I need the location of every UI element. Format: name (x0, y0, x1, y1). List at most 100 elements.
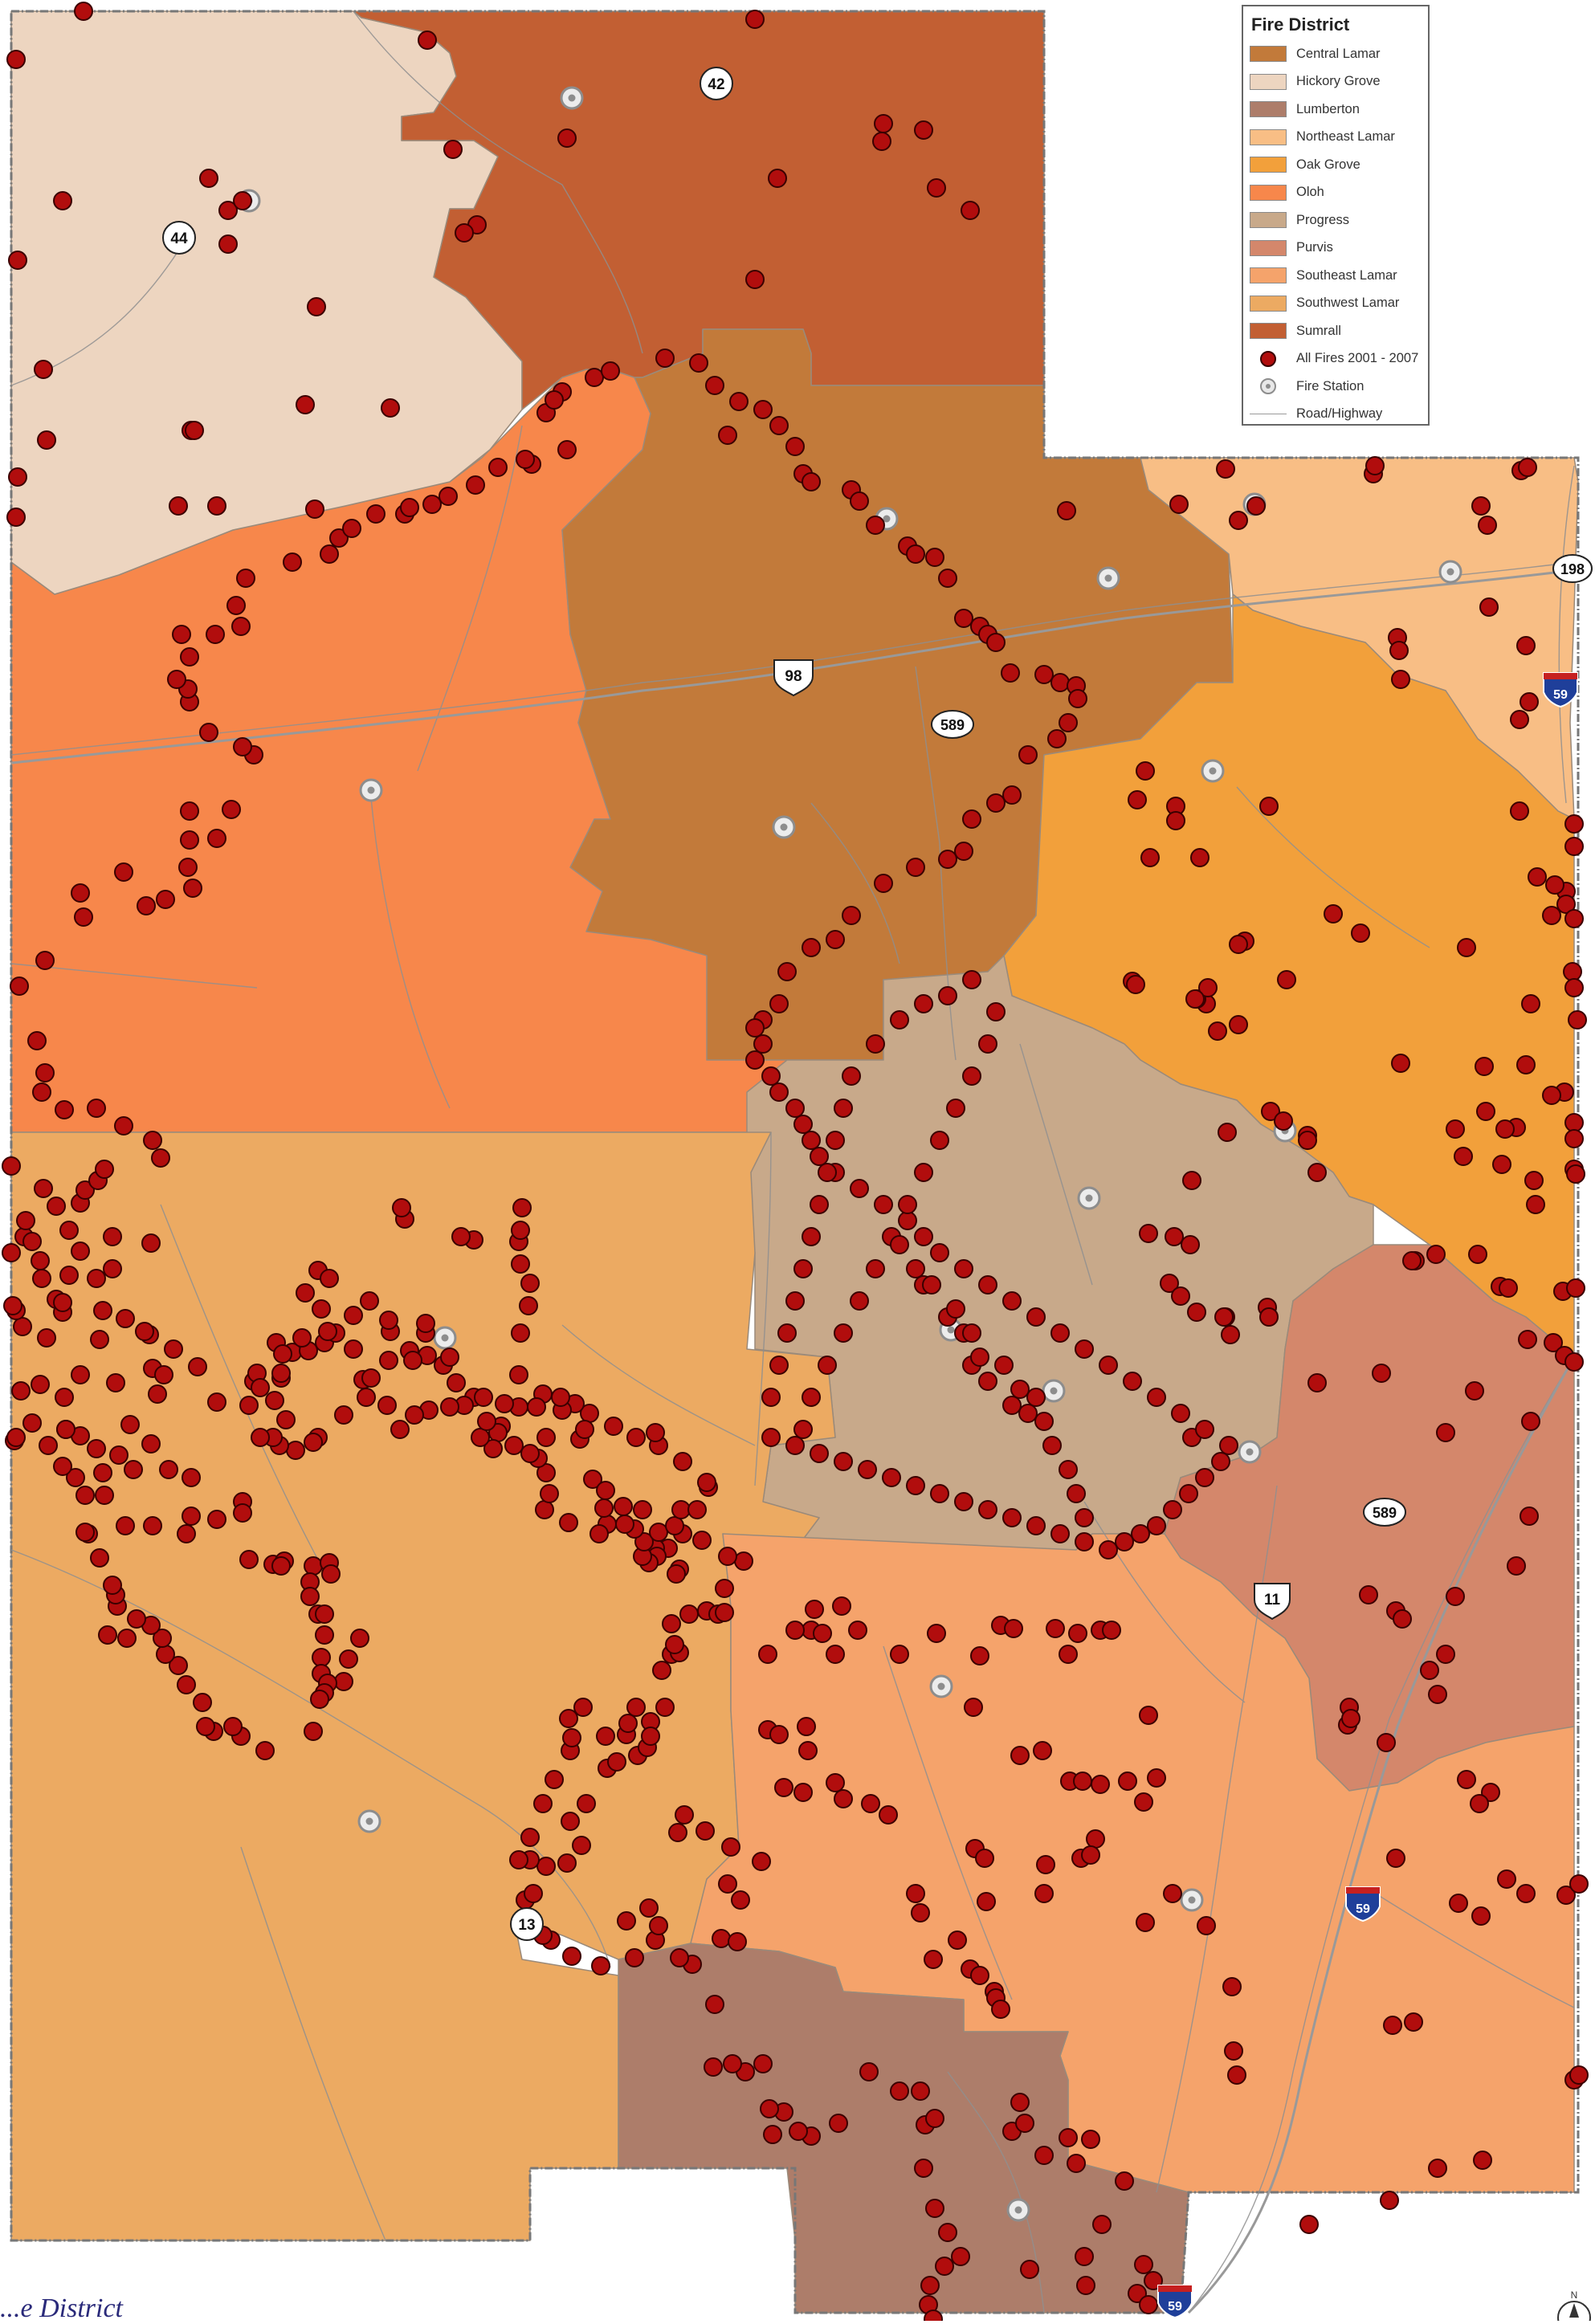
fire-point (925, 548, 944, 567)
fire-point (948, 1931, 967, 1950)
fire-point (805, 1600, 824, 1619)
fire-point (810, 1195, 829, 1214)
fire-point (728, 1932, 747, 1951)
fire-point (850, 1179, 869, 1198)
fire-station-dot (1246, 1448, 1254, 1456)
fire-point (798, 1741, 818, 1760)
fire-point (315, 1625, 334, 1645)
fire-point (866, 1259, 885, 1278)
legend-swatch (1250, 239, 1287, 256)
fire-point (615, 1515, 634, 1534)
fire-point (6, 1428, 26, 1447)
fire-point (233, 191, 252, 210)
fire-point (22, 1232, 42, 1251)
fire-point (793, 1259, 813, 1278)
fire-point (842, 906, 861, 925)
fire-point (614, 1497, 633, 1516)
fire-point (1010, 2093, 1030, 2112)
fire-point (196, 1717, 215, 1736)
fire-point (71, 883, 90, 903)
fire-point (777, 962, 797, 981)
fire-point (1481, 1783, 1500, 1802)
fire-point (199, 169, 218, 188)
fire-point (752, 1852, 771, 1871)
fire-point (304, 1433, 323, 1452)
fire-point (813, 1624, 832, 1643)
fire-point (925, 2109, 944, 2128)
fire-point (655, 1698, 675, 1717)
fire-point (32, 1082, 51, 1102)
fire-point (207, 496, 226, 516)
fire-point (898, 1195, 917, 1214)
fire-point (305, 499, 324, 519)
fire-point (182, 1507, 201, 1526)
fire-point (98, 1625, 117, 1645)
legend-label: Oak Grove (1296, 157, 1360, 172)
fire-point (874, 1195, 893, 1214)
fire-point (1026, 1307, 1046, 1327)
fire-point (1118, 1772, 1137, 1791)
fire-point (283, 552, 302, 572)
north-label: N (1571, 2289, 1578, 2301)
fire-point (1050, 673, 1070, 692)
fire-point (858, 1460, 877, 1479)
fire-point (1010, 1746, 1030, 1765)
fire-point (769, 994, 789, 1013)
fire-point (1219, 1436, 1238, 1455)
fire-point (914, 1163, 933, 1182)
fire-point (1499, 1278, 1518, 1298)
fire-point (222, 800, 241, 819)
fire-point (536, 1428, 556, 1447)
fire-point (1563, 962, 1582, 981)
fire-point (1136, 761, 1155, 781)
fire-point (512, 1198, 532, 1217)
fire-point (1160, 1274, 1179, 1293)
fire-point (443, 140, 463, 159)
fire-point (1050, 1524, 1070, 1543)
fire-point (557, 440, 577, 459)
fire-point (27, 1031, 47, 1050)
fire-point (1516, 636, 1536, 655)
fire-point (1380, 2191, 1399, 2210)
fire-point (1010, 1380, 1030, 1399)
legend-swatch (1250, 267, 1287, 284)
fire-point (90, 1330, 109, 1349)
fire-point (447, 1373, 466, 1392)
fire-station-dot (1104, 574, 1112, 582)
fire-point (1446, 1119, 1465, 1139)
fire-point (1075, 1339, 1094, 1359)
fire-point (1185, 989, 1205, 1009)
fire-point (495, 1394, 514, 1413)
fire-point (1134, 1792, 1153, 1812)
fire-point (1569, 1874, 1589, 1894)
fire-point (440, 1348, 459, 1367)
fire-point (127, 1609, 146, 1629)
fire-point (1259, 1307, 1279, 1327)
fire-point (1402, 1251, 1422, 1270)
fire-point (890, 2081, 909, 2101)
fire-point (1059, 1460, 1078, 1479)
fire-station-dot (1014, 2206, 1022, 2214)
fire-point (954, 609, 973, 628)
fire-point (914, 994, 933, 1013)
fire-point (1218, 1123, 1237, 1142)
fire-point (533, 1794, 553, 1813)
fire-point (1067, 1484, 1086, 1503)
fire-point (1182, 1171, 1201, 1190)
fire-point (53, 1457, 72, 1476)
fire-point (1086, 1829, 1105, 1849)
fire-point (626, 1698, 646, 1717)
fire-point (922, 1275, 941, 1295)
fire-point (177, 1524, 196, 1543)
fire-point (218, 234, 238, 254)
legend-row-station: Fire Station (1250, 373, 1422, 401)
fire-point (87, 1099, 106, 1118)
fire-point (226, 596, 246, 615)
fire-point (938, 2223, 957, 2242)
fire-point (986, 793, 1006, 813)
fire-point (951, 2247, 970, 2266)
fire-point (1221, 1325, 1240, 1344)
fire-point (745, 1018, 765, 1038)
fire-point (1115, 1532, 1134, 1551)
